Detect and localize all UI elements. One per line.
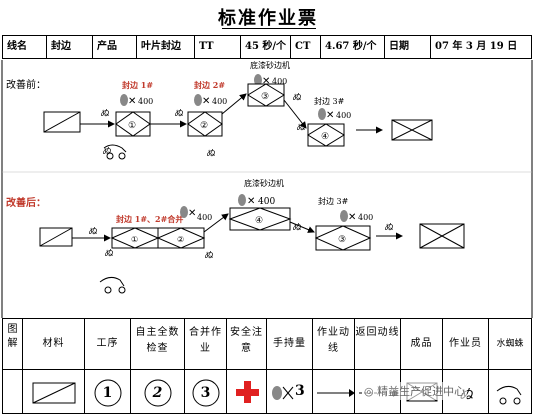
hold-qty-symbol-num: 3 bbox=[295, 383, 305, 399]
ct-value: 4.67 秒/个 bbox=[321, 36, 385, 58]
hold-qty-icon bbox=[238, 194, 246, 206]
hold-qty-icon bbox=[180, 206, 188, 218]
legend-table: 图解 材料 工序 1 自主全数检查 2 合并作业 3 安全注意 bbox=[2, 318, 532, 414]
legend-col-merge: 合并作业 3 bbox=[185, 319, 227, 413]
finished-product-icon bbox=[419, 223, 465, 249]
svg-text:✕: ✕ bbox=[202, 96, 210, 107]
legend-col-material: 材料 bbox=[23, 319, 85, 413]
step3-label: 底漆砂边机 bbox=[250, 60, 290, 70]
sander-num: ④ bbox=[255, 216, 263, 226]
legend-col-process: 工序 1 bbox=[85, 319, 131, 413]
step3-num: ③ bbox=[261, 92, 269, 102]
legend-row-label: 图解 bbox=[3, 319, 23, 413]
merged-num-1: ① bbox=[131, 235, 138, 244]
svg-text:✕: ✕ bbox=[188, 208, 196, 219]
before-section: 改善前： 封边 1# ✕ 400 ① ぬ ぬ 封边 2# ✕ 400 ② ぬ ぬ… bbox=[6, 60, 433, 160]
tt-label: TT bbox=[195, 36, 241, 58]
edge3-label: 封边 3# bbox=[318, 196, 349, 206]
hold-qty-icon bbox=[340, 210, 348, 222]
process-circle-icon bbox=[94, 379, 122, 407]
step1-label: 封边 1# bbox=[122, 80, 153, 90]
step4-num: ④ bbox=[321, 132, 329, 142]
page-title: 标准作业票 bbox=[218, 8, 318, 29]
merged-num-2: ② bbox=[177, 235, 184, 244]
step3-count: 400 bbox=[272, 77, 287, 86]
product-label: 产品 bbox=[93, 36, 137, 58]
title-underline bbox=[222, 28, 316, 29]
operator-icon: ぬ bbox=[102, 146, 112, 157]
line-label: 线名 bbox=[3, 36, 47, 58]
work-route-arrow-icon bbox=[317, 389, 355, 397]
ct-label: CT bbox=[291, 36, 321, 58]
hold-qty-icon bbox=[272, 386, 294, 400]
water-spider-icon bbox=[103, 144, 127, 160]
process-symbol-num: 1 bbox=[102, 385, 113, 401]
operator-icon: ぬ bbox=[292, 222, 302, 233]
safety-cross-icon bbox=[236, 381, 259, 403]
step1-count: 400 bbox=[138, 97, 153, 106]
line-value: 封边 bbox=[47, 36, 93, 58]
material-box-icon bbox=[32, 382, 76, 404]
flow-diagram: 改善前： 封边 1# ✕ 400 ① ぬ ぬ 封边 2# ✕ 400 ② ぬ ぬ… bbox=[1, 60, 533, 318]
finished-product-icon bbox=[391, 119, 433, 141]
legend-col-safety: 安全注意 bbox=[227, 319, 267, 413]
operator-icon: ぬ bbox=[206, 148, 216, 159]
operator-icon: ぬ bbox=[204, 250, 214, 261]
after-section: 改善后： ぬ 封边 1#、2#合并 ✕ 400 ① ② ぬ ぬ 底漆砂边机 ✕ … bbox=[6, 178, 465, 294]
sander-count: 400 bbox=[258, 197, 275, 207]
step1-num: ① bbox=[128, 121, 136, 131]
svg-text:✕: ✕ bbox=[348, 212, 356, 223]
product-value: 叶片封边 bbox=[137, 36, 195, 58]
date-value: 07 年 3 月 19 日 bbox=[435, 41, 518, 52]
edge3-count: 400 bbox=[358, 213, 373, 222]
header-row: 线名 封边 产品 叶片封边 TT 45 秒/个 CT 4.67 秒/个 日期 0… bbox=[2, 35, 532, 59]
step2-label: 封边 2# bbox=[194, 80, 225, 90]
merge-symbol-num: 3 bbox=[200, 385, 211, 401]
wechat-icon: ◎ bbox=[364, 385, 378, 398]
operator-icon: ぬ bbox=[174, 108, 184, 119]
operator-icon: ぬ bbox=[384, 222, 394, 233]
self-check-icon bbox=[144, 379, 172, 407]
hold-qty-icon bbox=[120, 94, 128, 106]
legend-col-self-check: 自主全数检查 2 bbox=[131, 319, 185, 413]
legend-col-work-route: 作业动线 bbox=[313, 319, 355, 413]
sander-label: 底漆砂边机 bbox=[244, 178, 284, 188]
edge3-num: ③ bbox=[338, 235, 346, 245]
legend-col-hold-qty: 手持量 3 bbox=[267, 319, 313, 413]
material-box-icon bbox=[43, 111, 81, 133]
merged-count: 400 bbox=[197, 213, 212, 222]
water-spider-icon bbox=[99, 276, 126, 294]
hold-qty-icon bbox=[254, 74, 262, 86]
step2-num: ② bbox=[200, 121, 208, 131]
operator-icon: ぬ bbox=[296, 122, 306, 133]
after-label: 改善后： bbox=[6, 196, 46, 209]
svg-text:✕: ✕ bbox=[262, 76, 270, 87]
step4-count: 400 bbox=[336, 111, 351, 120]
merged-label: 封边 1#、2#合并 bbox=[116, 214, 183, 224]
step4-label: 封边 3# bbox=[314, 96, 345, 106]
material-box-icon bbox=[39, 227, 73, 247]
operator-icon: ぬ bbox=[88, 226, 98, 237]
operator-icon: ぬ bbox=[100, 108, 110, 119]
hold-qty-icon bbox=[318, 108, 326, 120]
self-check-symbol-num: 2 bbox=[152, 385, 163, 401]
date-label: 日期 bbox=[385, 36, 431, 58]
merge-icon bbox=[192, 379, 220, 407]
operator-icon: ぬ bbox=[104, 248, 114, 259]
water-spider-icon bbox=[496, 385, 522, 405]
svg-text:✕: ✕ bbox=[128, 96, 136, 107]
hold-qty-icon bbox=[194, 94, 202, 106]
watermark: ◎ 精益生产促进中心 bbox=[362, 382, 468, 400]
svg-text:✕: ✕ bbox=[247, 196, 255, 207]
legend-col-water-spider: 水蜘蛛 bbox=[489, 319, 531, 413]
svg-text:✕: ✕ bbox=[326, 110, 334, 121]
step2-count: 400 bbox=[212, 97, 227, 106]
operator-icon: ぬ bbox=[292, 92, 302, 103]
tt-value: 45 秒/个 bbox=[241, 36, 291, 58]
before-label: 改善前： bbox=[6, 78, 46, 91]
